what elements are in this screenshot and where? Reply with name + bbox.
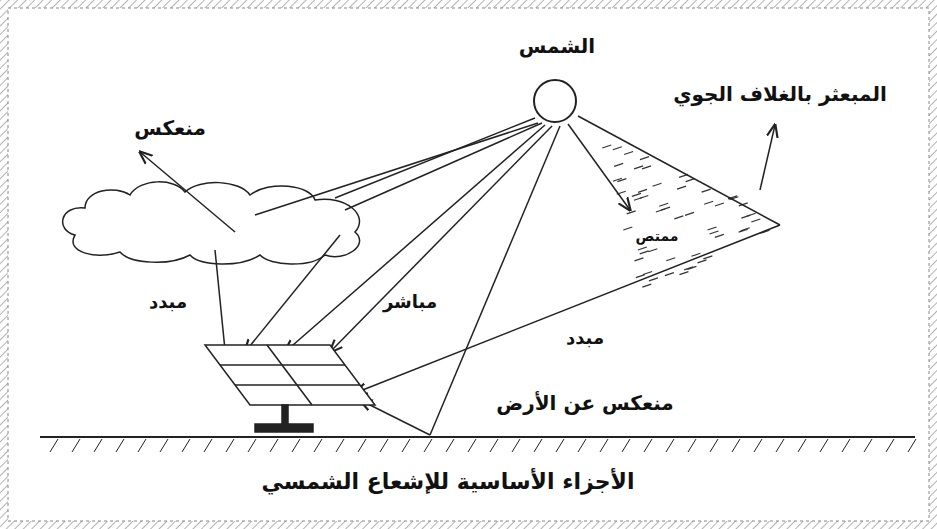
sun-rays (140, 116, 780, 435)
cloud (63, 182, 360, 264)
sun-label: الشمس (519, 34, 595, 58)
ground-reflected-label: منعكس عن الأرض (496, 391, 674, 415)
absorbed-label: ممتص (634, 228, 681, 245)
caption: الأجزاء الأساسية للإشعاع الشمسي (262, 469, 635, 495)
scattered-label: المبعثر بالغلاف الجوي (673, 82, 887, 106)
reflected-label: منعكس (134, 116, 206, 140)
diffuse-label: مبدد (566, 327, 604, 349)
scatter-strokes (602, 145, 769, 287)
diffuse-label: مبدد (149, 291, 187, 313)
solar-panel (205, 345, 375, 432)
ground (40, 436, 915, 438)
sun-circle: الشمس (533, 79, 577, 123)
ground-hatch (50, 439, 916, 452)
direct-label: مباشر (383, 291, 437, 313)
frame-line (8, 8, 929, 521)
